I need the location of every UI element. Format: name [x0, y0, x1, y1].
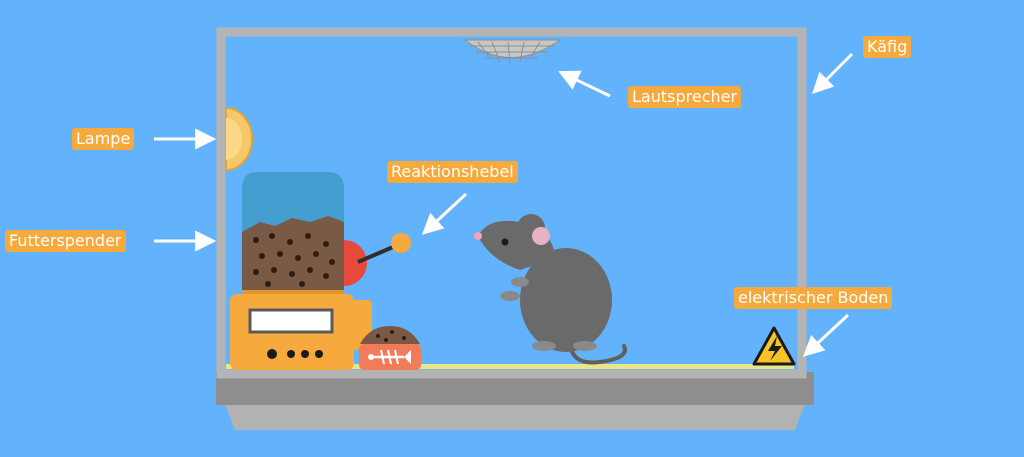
- label-lamp: Lampe: [72, 128, 134, 150]
- arrow-speaker: [562, 73, 610, 96]
- speaker-icon: [465, 40, 560, 64]
- arrow-floor: [806, 315, 848, 354]
- cage-base-bottom: [225, 404, 805, 430]
- label-lever: Reaktionshebel: [387, 161, 518, 183]
- arrow-cage: [815, 54, 852, 91]
- label-speaker: Lautsprecher: [628, 86, 741, 108]
- mouse-figure: [474, 214, 625, 363]
- label-floor: elektrischer Boden: [734, 287, 892, 309]
- label-cage: Käfig: [863, 36, 911, 58]
- response-lever: [344, 233, 411, 286]
- arrow-lever: [425, 194, 466, 232]
- label-dispenser: Futterspender: [5, 230, 126, 252]
- lamp-icon: [226, 108, 252, 170]
- high-voltage-warning-icon: [754, 328, 794, 364]
